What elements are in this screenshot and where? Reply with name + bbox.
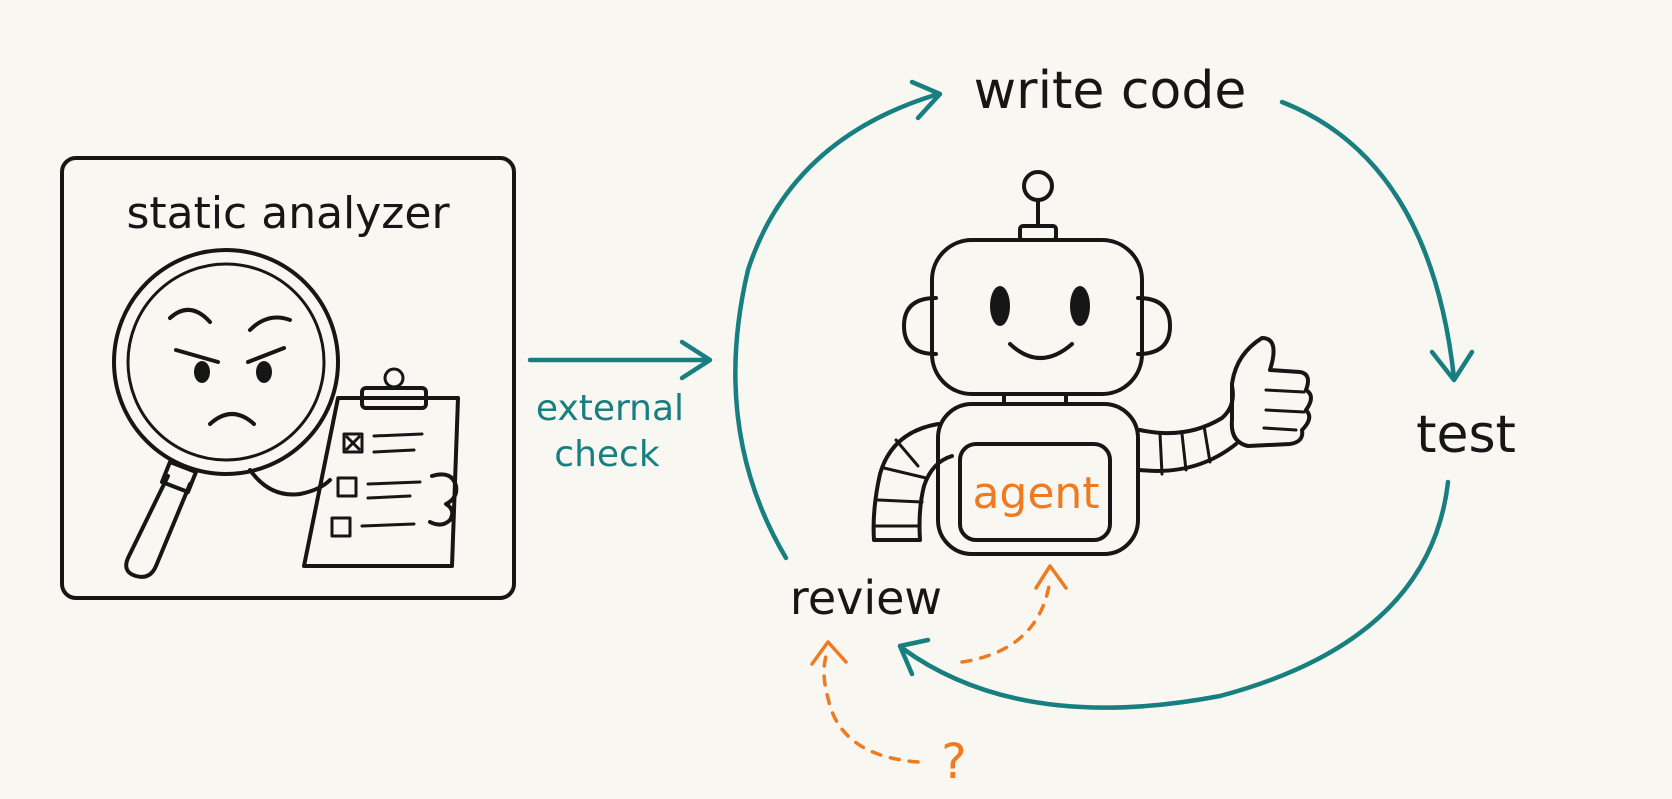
agent-label: agent — [972, 468, 1099, 519]
robot-agent: agent — [871, 170, 1313, 556]
loop-arrowhead-test — [1429, 349, 1475, 383]
analyzer-frame — [60, 156, 516, 600]
step-test: test — [1416, 405, 1516, 465]
question-mark: ? — [941, 734, 966, 790]
external-check-connector: external check — [527, 339, 713, 475]
development-loop: write code test review — [733, 61, 1516, 710]
feedback-arrow-question-to-review — [822, 648, 920, 764]
external-check-label-line2: check — [554, 434, 660, 475]
loop-arrow-write-to-test — [1279, 99, 1457, 381]
loop-arrowhead-review — [897, 637, 931, 677]
external-check-arrowhead — [679, 339, 713, 381]
step-write-code: write code — [974, 61, 1247, 121]
feedback-arrow-review-to-agent — [960, 578, 1052, 664]
clipboard-icon — [302, 367, 460, 568]
loop-arrow-review-to-write — [733, 92, 938, 561]
analyzer-title: static analyzer — [126, 188, 450, 239]
feedback-arrows: ? — [810, 564, 1068, 790]
static-analyzer-panel: static analyzer — [60, 156, 516, 600]
feedback-arrowhead-review — [810, 640, 848, 666]
robot-body — [936, 402, 1140, 556]
robot-chest-screen — [958, 442, 1112, 542]
loop-arrow-test-to-review — [899, 479, 1451, 710]
step-review: review — [790, 571, 942, 625]
loop-arrowhead-write — [909, 79, 943, 121]
magnifying-glass-icon — [112, 248, 340, 579]
robot-head — [930, 238, 1144, 396]
external-check-label-line1: external — [536, 388, 684, 429]
feedback-arrowhead-agent — [1034, 564, 1068, 590]
